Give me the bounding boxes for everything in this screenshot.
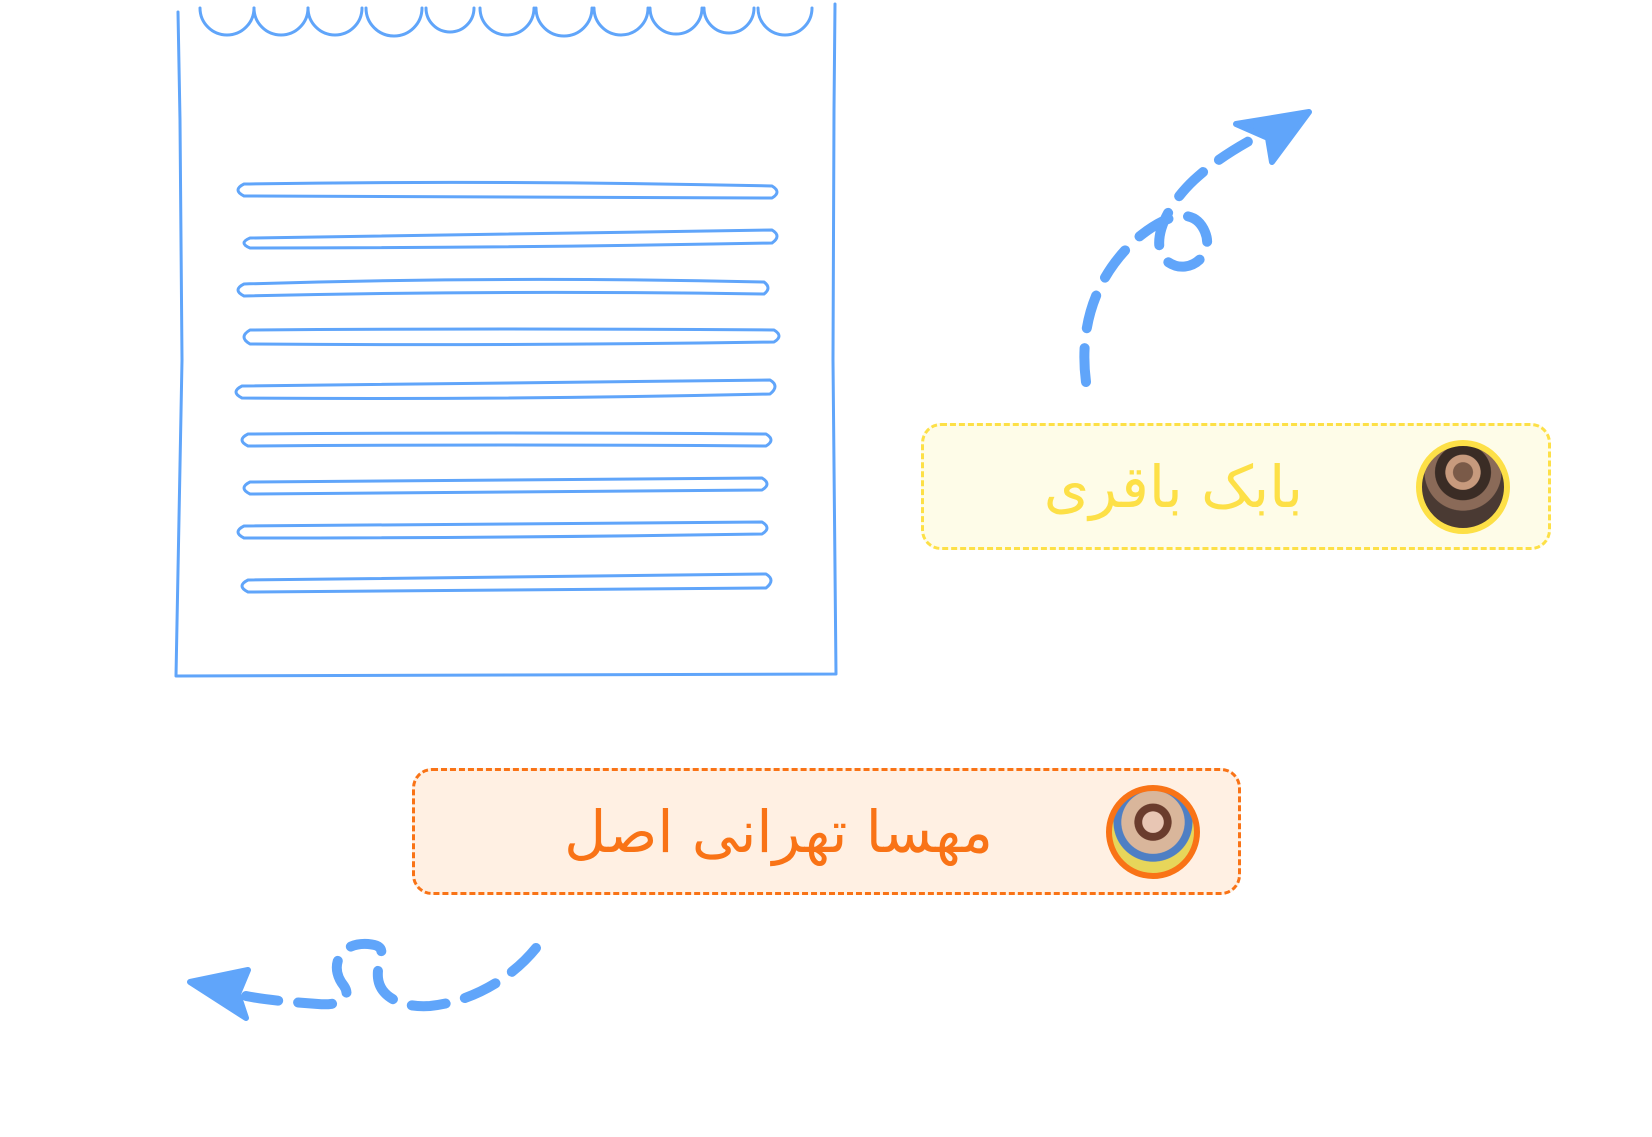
notepad-lines: [234, 180, 781, 594]
arrow-up-right-head: [1233, 109, 1312, 165]
name-tag-yellow[interactable]: بابک باقری: [921, 423, 1551, 550]
name-tag-orange[interactable]: مهسا تهرانی اصل: [412, 768, 1241, 895]
avatar: [1106, 784, 1200, 879]
tag-name-label: مهسا تهرانی اصل: [564, 797, 993, 866]
tag-name-label: بابک باقری: [1043, 452, 1303, 521]
arrow-down-left-icon: [241, 938, 541, 1012]
arrow-up-right-icon: [1079, 131, 1263, 387]
notepad-icon: [174, 2, 838, 678]
avatar: [1416, 439, 1510, 534]
arrow-down-left-head: [187, 967, 251, 1021]
